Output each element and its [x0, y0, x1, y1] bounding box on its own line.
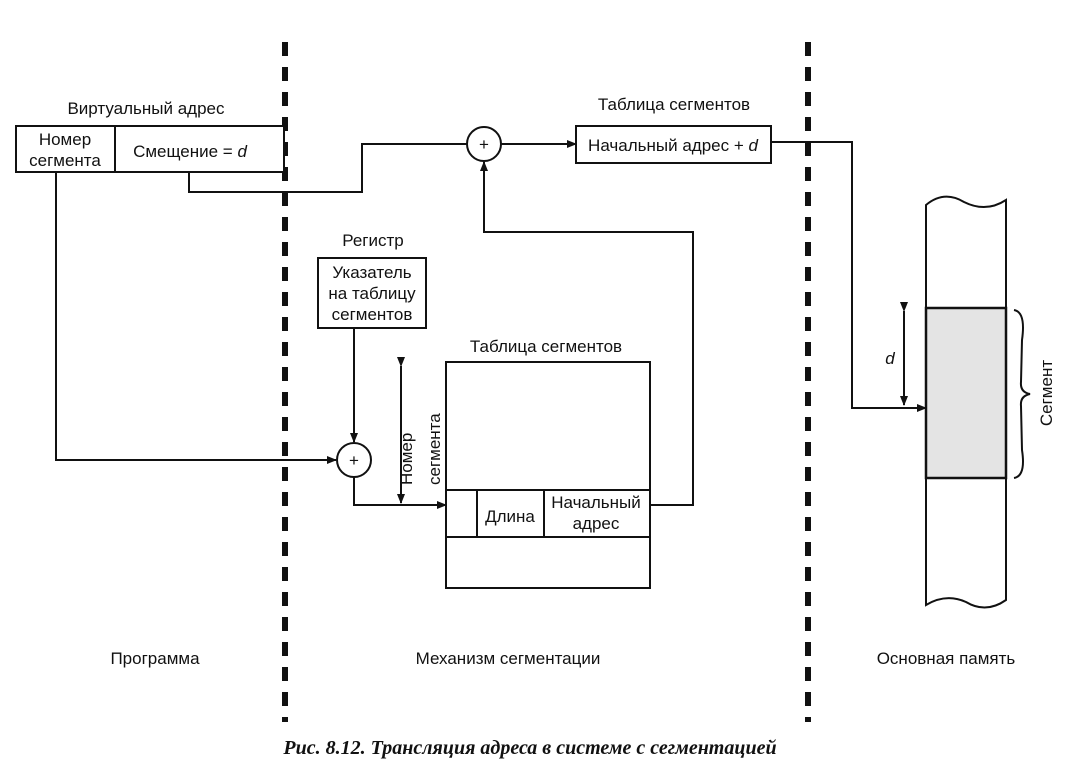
zone-mechanism: Механизм сегментации: [416, 649, 601, 668]
register-line1: Указатель: [332, 263, 411, 282]
index-label-line1: Номер: [397, 433, 416, 485]
segment-label: Сегмент: [1037, 360, 1056, 426]
register-line2: на таблицу: [328, 284, 416, 303]
adder-top-symbol: +: [479, 135, 489, 154]
start-cell-line2: адрес: [573, 514, 620, 533]
start-cell-line1: Начальный: [551, 493, 641, 512]
offset-field: Смещение = d: [133, 142, 247, 161]
segment-number-line2: сегмента: [29, 151, 101, 170]
register-line3: сегментов: [332, 305, 413, 324]
segment-table-row: [445, 489, 651, 538]
start-address-plus-d: Начальный адрес + d: [588, 136, 758, 155]
virtual-address-title: Виртуальный адрес: [67, 99, 225, 118]
zone-program: Программа: [110, 649, 200, 668]
virtual-address-box: [15, 125, 285, 173]
segment-table-top-title: Таблица сегментов: [598, 95, 750, 114]
length-cell: Длина: [485, 507, 535, 526]
memory-d-label: d: [885, 349, 895, 368]
memory-segment: [924, 306, 1008, 480]
zone-memory: Основная память: [877, 649, 1016, 668]
register-title: Регистр: [342, 231, 403, 250]
figure-caption: Рис. 8.12. Трансляция адреса в системе с…: [282, 737, 776, 759]
index-label-line2: сегмента: [425, 413, 444, 485]
segment-table-box: [445, 361, 651, 589]
adder-bottom-symbol: +: [349, 451, 359, 470]
segment-brace: [1013, 309, 1031, 479]
segment-table-title: Таблица сегментов: [470, 337, 622, 356]
connectors: [55, 140, 927, 509]
register-box: [317, 257, 427, 329]
segment-table-top-entry: [575, 125, 772, 164]
segment-number-line1: Номер: [39, 130, 91, 149]
memory-column: [925, 195, 1007, 609]
